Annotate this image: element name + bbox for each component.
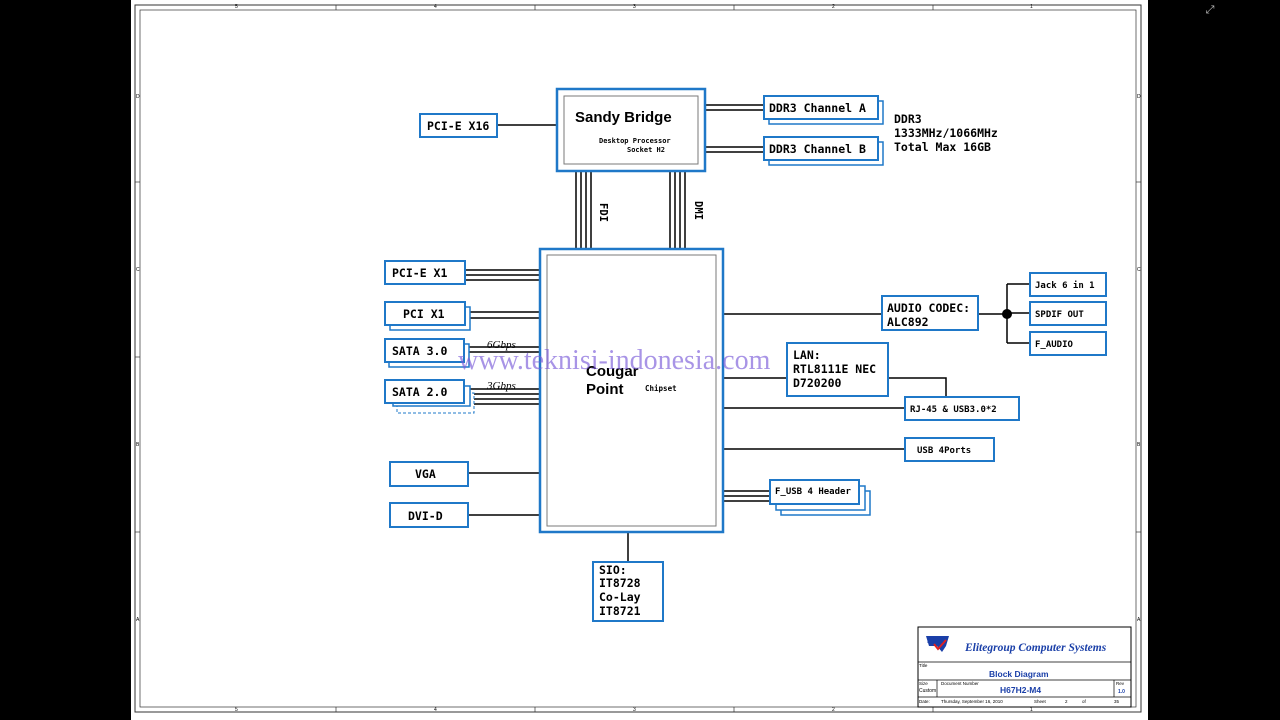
block-diagram: 5 4 3 2 1 5 4 3 2 1 D C B A D C B A xyxy=(134,4,1142,713)
title-field-label: Title xyxy=(919,663,928,668)
rev-field-label: Rev xyxy=(1116,681,1125,686)
pcie-x16-label: PCI-E X16 xyxy=(427,119,489,133)
ddr-info-line1: DDR3 xyxy=(894,112,922,126)
ecs-logo-icon: ECS xyxy=(926,636,949,652)
sio-line4: IT8721 xyxy=(599,604,641,618)
sheet-value: 2 xyxy=(1065,699,1068,704)
zone-number-2: 2 xyxy=(832,4,835,10)
zone-letter-a: A xyxy=(136,617,140,623)
watermark-text: www.teknisi-indonesia.com xyxy=(458,345,771,376)
pcie-x1-label: PCI-E X1 xyxy=(392,266,447,280)
vga-label: VGA xyxy=(415,467,436,481)
of-field-label: of xyxy=(1082,699,1087,704)
doc-number: H67H2-M4 xyxy=(1000,685,1041,695)
cpu-line2: Socket H2 xyxy=(627,146,665,154)
sata3-label: SATA 3.0 xyxy=(392,344,447,358)
pch-name-line1: Cougar xyxy=(586,363,639,380)
rev-value: 1.0 xyxy=(1118,689,1125,695)
cpu-line1: Desktop Processor xyxy=(599,137,671,145)
zone-number-2-bottom: 2 xyxy=(832,707,835,713)
zone-letter-b: B xyxy=(136,442,140,448)
zone-letter-d: D xyxy=(136,94,140,100)
zone-letter-c: C xyxy=(136,267,140,273)
jack-6in1-label: Jack 6 in 1 xyxy=(1035,280,1095,291)
sata2-speed-label: 3Gbps xyxy=(486,380,516,392)
audio-codec-line2: ALC892 xyxy=(887,315,929,329)
sio-line2: IT8728 xyxy=(599,576,641,590)
zone-number-4-bottom: 4 xyxy=(434,707,437,713)
size-field-label: Size xyxy=(919,681,928,686)
audio-codec-line1: AUDIO CODEC: xyxy=(887,301,970,315)
lan-line3: D720200 xyxy=(793,376,842,390)
dvid-label: DVI-D xyxy=(408,509,443,523)
of-value: 35 xyxy=(1114,699,1120,704)
sata3-speed-label: 6Gbps xyxy=(487,339,516,351)
pci-x1-label: PCI X1 xyxy=(403,307,445,321)
zone-number-1-bottom: 1 xyxy=(1030,707,1033,713)
f-usb-header-label: F_USB 4 Header xyxy=(775,487,851,497)
zone-number-3-bottom: 3 xyxy=(633,707,636,713)
zone-number-3: 3 xyxy=(633,4,636,10)
spdif-out-label: SPDIF OUT xyxy=(1035,310,1084,320)
date-field-label: Date: xyxy=(919,699,930,704)
zone-letter-d-right: D xyxy=(1137,94,1141,100)
zone-number-5: 5 xyxy=(235,4,238,10)
date-value: Thursday, September 16, 2010 xyxy=(941,699,1003,704)
pch-name-line2: Point xyxy=(586,381,624,398)
ecs-logo-text: ECS xyxy=(927,636,944,645)
size-value: Custom xyxy=(919,688,936,694)
sheet-field-label: Sheet xyxy=(1034,699,1047,704)
pch-chipset-label: Chipset xyxy=(645,384,677,393)
ddr-info-line3: Total Max 16GB xyxy=(894,140,991,154)
zone-letter-b-right: B xyxy=(1137,442,1141,448)
sio-line1: SIO: xyxy=(599,563,627,577)
ddr-channel-a-label: DDR3 Channel A xyxy=(769,101,866,115)
ddr-info-line2: 1333MHz/1066MHz xyxy=(894,126,998,140)
lan-line1: LAN: xyxy=(793,348,821,362)
zone-letter-a-right: A xyxy=(1137,617,1141,623)
sheet-title: Block Diagram xyxy=(989,669,1049,679)
doc-number-label: Document Number xyxy=(941,681,979,686)
fullscreen-exit-icon[interactable]: ⤢ xyxy=(1205,3,1215,16)
usb-4ports-label: USB 4Ports xyxy=(917,446,971,456)
fdi-bus-label: FDI xyxy=(597,203,609,222)
ddr-channel-b-label: DDR3 Channel B xyxy=(769,142,866,156)
f-audio-label: F_AUDIO xyxy=(1035,340,1074,350)
dmi-bus-label: DMI xyxy=(692,201,704,220)
cpu-name: Sandy Bridge xyxy=(575,109,672,126)
zone-letter-c-right: C xyxy=(1137,267,1141,273)
rj45-usb3-label: RJ-45 & USB3.0*2 xyxy=(910,405,997,415)
sata2-label: SATA 2.0 xyxy=(392,385,447,399)
title-block: ECS Elitegroup Computer Systems Title Bl… xyxy=(917,626,1132,708)
zone-number-5-bottom: 5 xyxy=(235,707,238,713)
company-name: Elitegroup Computer Systems xyxy=(964,642,1107,654)
lan-line2: RTL8111E NEC xyxy=(793,362,876,376)
audio-junction-dot xyxy=(1002,309,1012,319)
sio-line3: Co-Lay xyxy=(599,590,641,604)
zone-number-1: 1 xyxy=(1030,4,1033,10)
zone-number-4: 4 xyxy=(434,4,437,10)
schematic-sheet: 5 4 3 2 1 5 4 3 2 1 D C B A D C B A xyxy=(131,0,1148,720)
